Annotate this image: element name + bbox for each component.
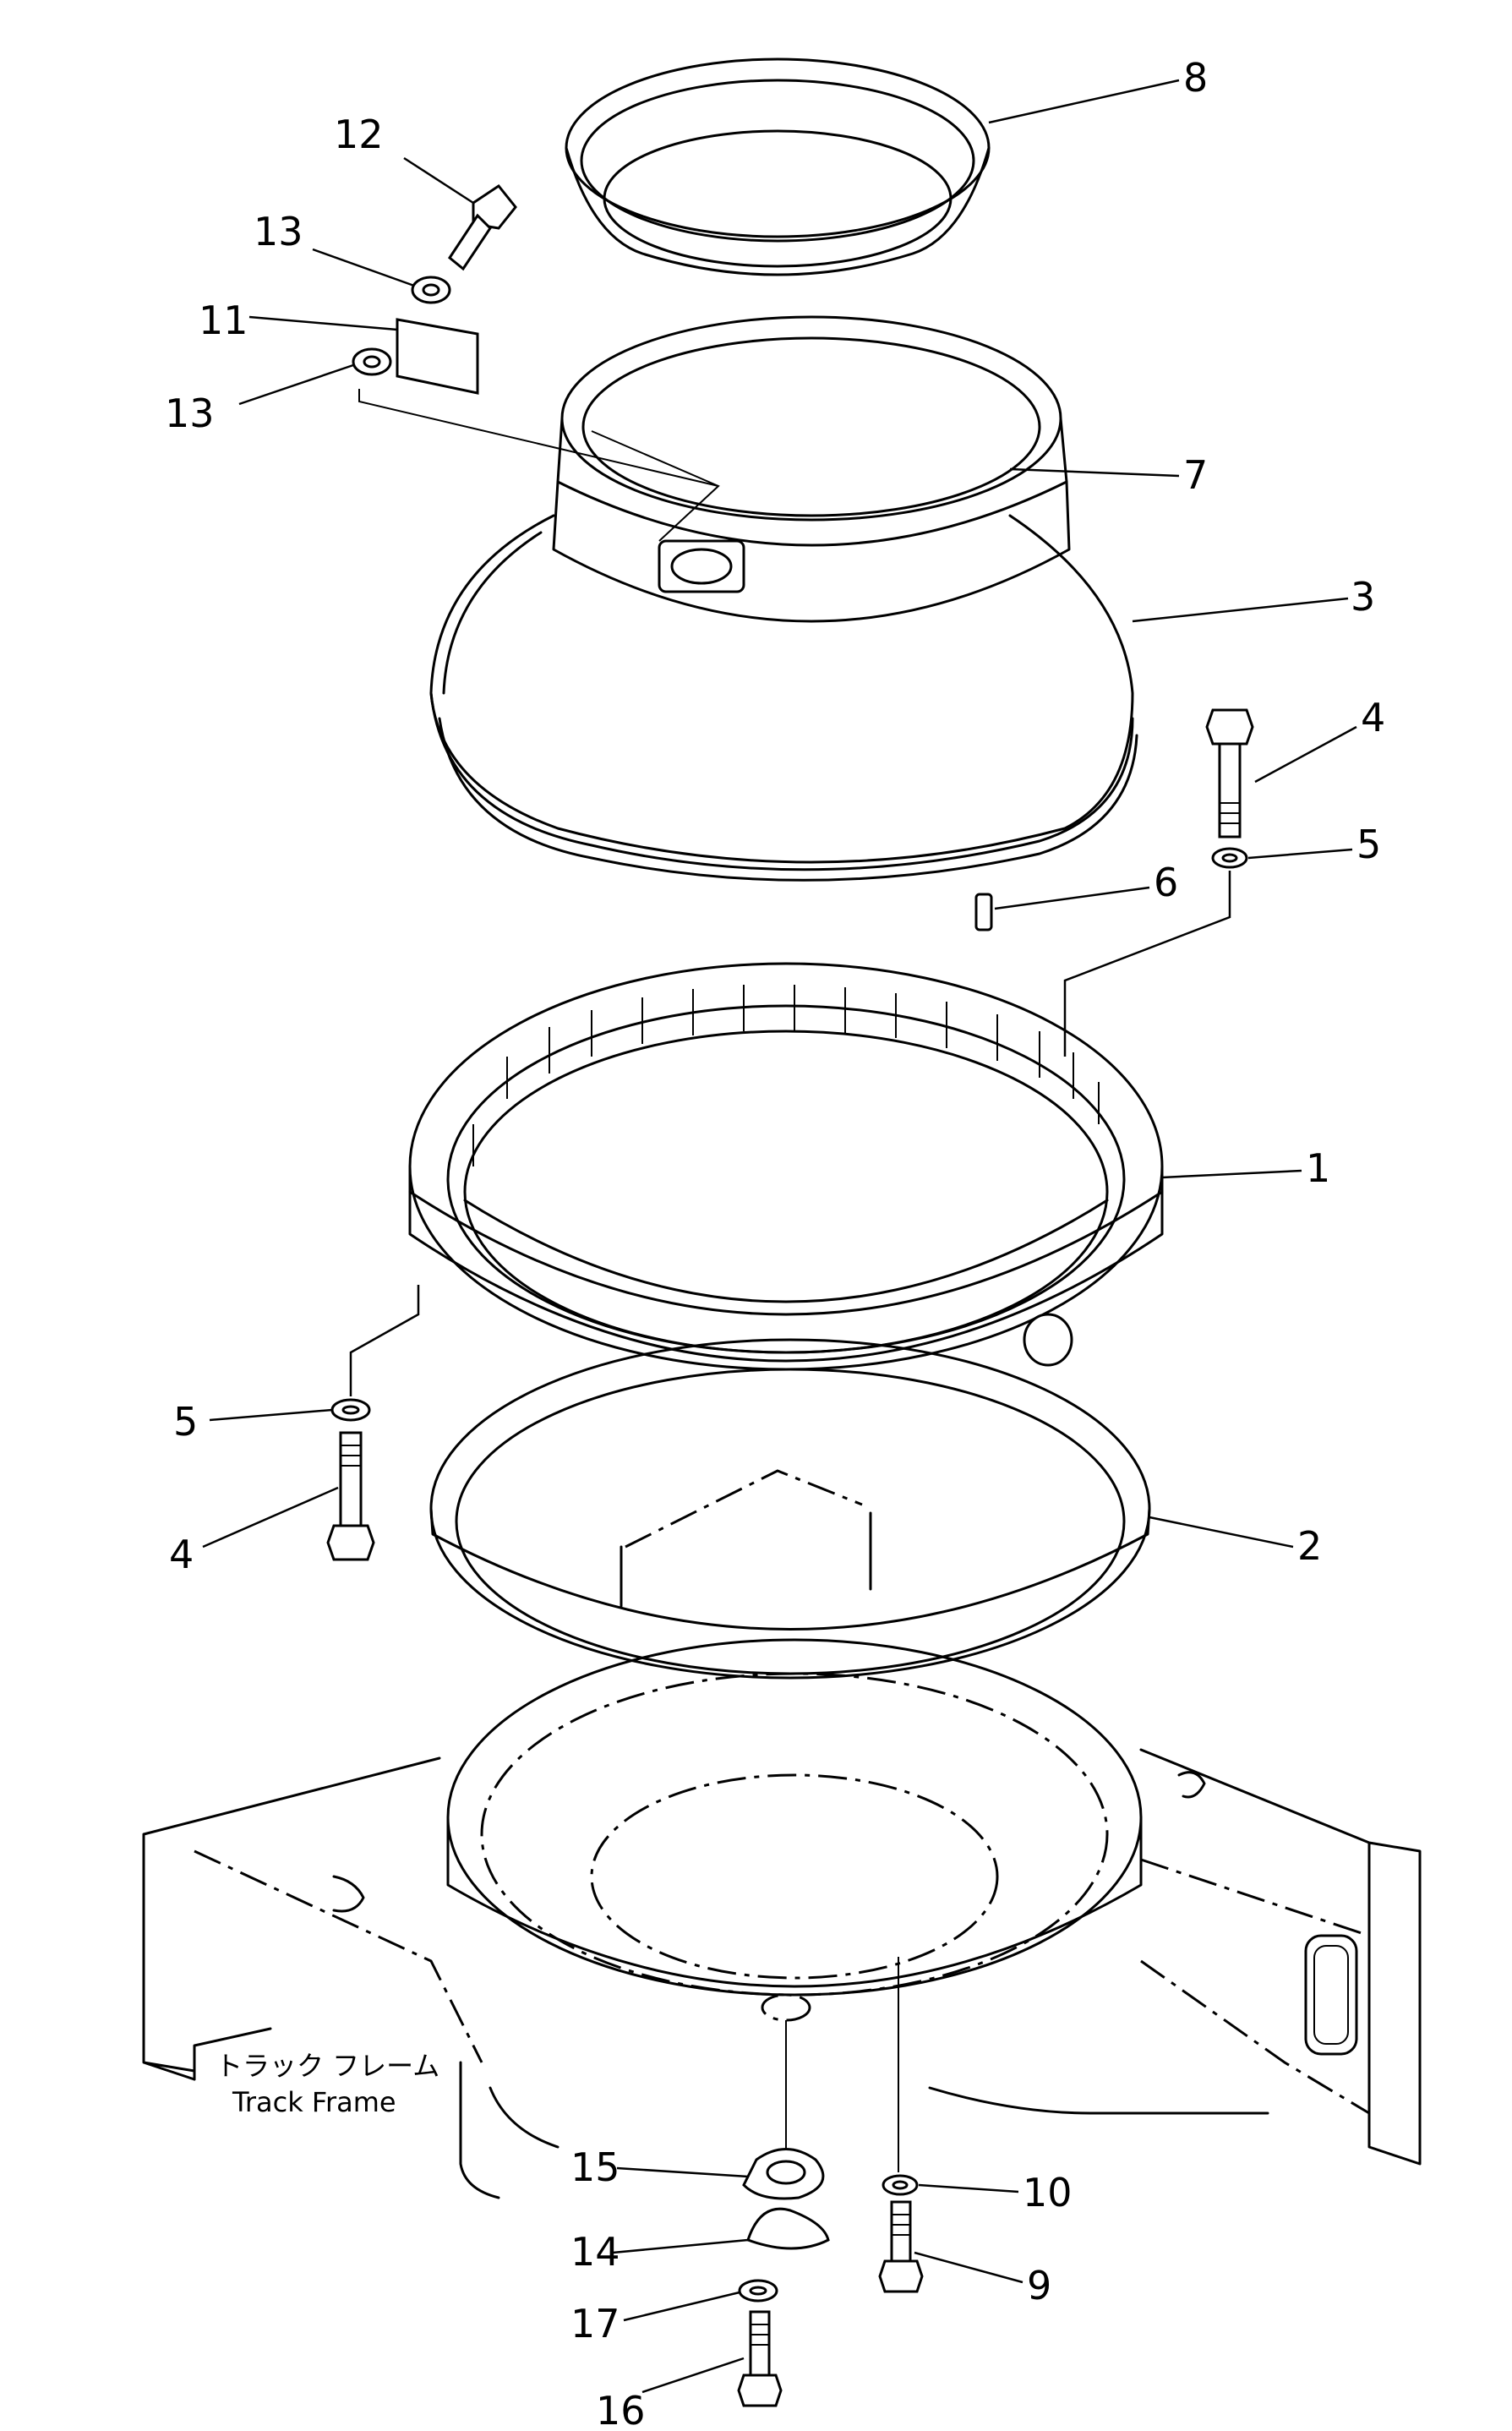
part-12-bolt xyxy=(447,183,517,271)
callout-7: 7 xyxy=(1183,452,1208,498)
callout-1: 1 xyxy=(1306,1145,1330,1191)
callout-3: 3 xyxy=(1351,574,1375,620)
part-11-gasket xyxy=(396,318,479,395)
part-3-cone-cover xyxy=(429,514,1138,882)
callout-14: 14 xyxy=(570,2229,620,2275)
part-10-washer xyxy=(882,2174,919,2196)
callout-11: 11 xyxy=(199,298,248,343)
part-5-washer-lower xyxy=(330,1398,371,1422)
part-1-swing-circle xyxy=(408,962,1164,1371)
track-frame-label-english: Track Frame xyxy=(232,2086,396,2118)
callout-4-lower: 4 xyxy=(169,1532,194,1577)
callout-9: 9 xyxy=(1027,2263,1051,2308)
callout-13-upper: 13 xyxy=(254,209,303,254)
callout-5-lower: 5 xyxy=(173,1399,198,1445)
callout-17: 17 xyxy=(570,2301,620,2346)
callout-2: 2 xyxy=(1297,1523,1322,1569)
part-16-bolt xyxy=(737,2310,783,2407)
part-4-bolt-upper xyxy=(1205,708,1254,839)
callout-8: 8 xyxy=(1183,55,1208,101)
callout-10: 10 xyxy=(1023,2170,1073,2215)
track-frame xyxy=(142,1469,1422,2199)
callout-4-upper: 4 xyxy=(1361,695,1385,740)
part-15-plate xyxy=(742,2148,825,2200)
callout-labels: 8 7 3 4 5 6 1 2 5 4 10 9 15 14 17 16 11 … xyxy=(165,55,1385,2431)
part-5-washer-upper xyxy=(1211,847,1248,869)
leader-lines xyxy=(202,79,1357,2394)
part-14-cover xyxy=(746,2207,830,2250)
part-6-pin xyxy=(974,893,993,931)
callout-15: 15 xyxy=(570,2144,620,2190)
part-17-washer xyxy=(738,2279,778,2303)
track-frame-label-japanese: トラック フレーム xyxy=(216,2050,439,2082)
track-frame-caption: トラック フレーム Track Frame xyxy=(216,2050,439,2118)
part-4-bolt-lower xyxy=(326,1431,375,1561)
part-8-seal-ring xyxy=(565,57,991,276)
callout-12: 12 xyxy=(334,112,384,157)
part-13-washer-top xyxy=(411,276,451,304)
part-7-cover xyxy=(552,315,1071,623)
callout-6: 6 xyxy=(1154,860,1178,905)
part-2-seal-ring xyxy=(429,1338,1151,1680)
callout-13-lower: 13 xyxy=(165,391,215,436)
callout-5-upper: 5 xyxy=(1356,822,1381,867)
callout-16: 16 xyxy=(596,2388,646,2431)
part-13-washer-bottom xyxy=(352,347,392,376)
part-9-bolt xyxy=(878,2200,924,2293)
